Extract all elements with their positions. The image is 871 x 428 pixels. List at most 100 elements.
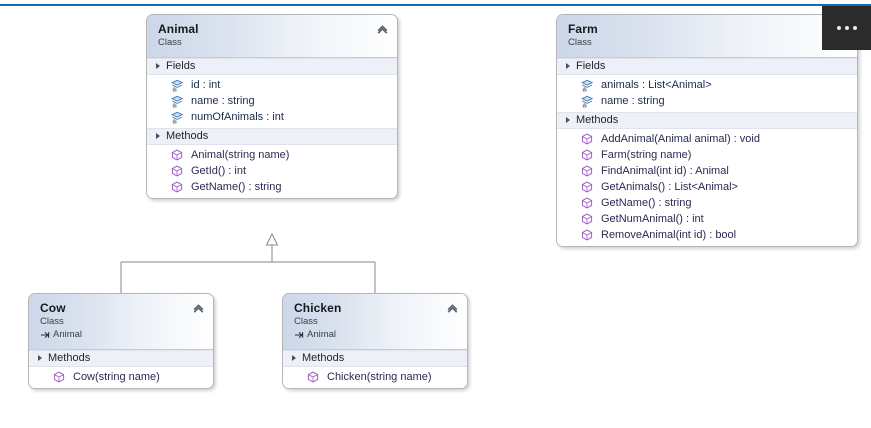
member-row[interactable]: GetAnimals() : List<Animal> — [557, 179, 857, 195]
member-text: Animal(string name) — [191, 149, 290, 161]
member-row[interactable]: GetName() : string — [147, 179, 397, 195]
member-text: GetName() : string — [191, 181, 282, 193]
class-title: Chicken — [294, 301, 342, 315]
member-list-methods: AddAnimal(Animal animal) : void Farm(str… — [557, 129, 857, 246]
method-icon — [171, 165, 183, 177]
member-list-fields: id : int name : string numOfAnimals : in… — [147, 75, 397, 128]
class-base-type: Animal — [294, 329, 457, 341]
compartment-label: Fields — [166, 60, 196, 72]
compartment-header-methods[interactable]: Methods — [29, 350, 213, 367]
member-list-methods: Chicken(string name) — [283, 367, 467, 388]
expander-triangle-icon[interactable] — [566, 63, 570, 69]
member-row[interactable]: FindAnimal(int id) : Animal — [557, 163, 857, 179]
class-header-animal[interactable]: Animal Class — [147, 15, 397, 58]
compartment-header-methods[interactable]: Methods — [147, 128, 397, 145]
class-base-label: Animal — [307, 329, 337, 340]
method-icon — [171, 149, 183, 161]
top-accent-rule — [0, 4, 871, 6]
class-header-chicken[interactable]: Chicken Class Animal — [283, 294, 467, 350]
class-shape-cow[interactable]: Cow Class Animal Methods Cow(string name… — [28, 293, 214, 389]
method-icon — [581, 229, 593, 241]
more-dot — [844, 26, 849, 30]
member-row[interactable]: Farm(string name) — [557, 147, 857, 163]
member-row[interactable]: RemoveAnimal(int id) : bool — [557, 227, 857, 243]
member-row[interactable]: GetNumAnimal() : int — [557, 211, 857, 227]
member-text: GetAnimals() : List<Animal> — [601, 181, 738, 193]
class-shape-farm[interactable]: Farm Class Fields animals : List<Animal>… — [556, 14, 858, 247]
member-row[interactable]: animals : List<Animal> — [557, 77, 857, 93]
member-row[interactable]: GetId() : int — [147, 163, 397, 179]
member-text: numOfAnimals : int — [191, 111, 284, 123]
method-icon — [307, 371, 319, 383]
member-text: RemoveAnimal(int id) : bool — [601, 229, 737, 241]
collapse-chevron-icon[interactable] — [192, 302, 205, 315]
member-row[interactable]: numOfAnimals : int — [147, 109, 397, 125]
member-text: GetId() : int — [191, 165, 247, 177]
inheritance-arrow-icon — [41, 331, 50, 339]
member-text: AddAnimal(Animal animal) : void — [601, 133, 760, 145]
member-text: name : string — [601, 95, 665, 107]
member-text: FindAnimal(int id) : Animal — [601, 165, 729, 177]
class-header-farm[interactable]: Farm Class — [557, 15, 857, 58]
member-list-methods: Animal(string name) GetId() : int GetNam… — [147, 145, 397, 198]
member-row[interactable]: name : string — [557, 93, 857, 109]
member-row[interactable]: Cow(string name) — [29, 369, 213, 385]
class-kind: Class — [568, 37, 592, 48]
compartment-header-fields[interactable]: Fields — [557, 58, 857, 75]
compartment-header-methods[interactable]: Methods — [283, 350, 467, 367]
collapse-chevron-icon[interactable] — [376, 23, 389, 36]
member-text: GetName() : string — [601, 197, 692, 209]
class-base-label: Animal — [53, 329, 83, 340]
member-row[interactable]: GetName() : string — [557, 195, 857, 211]
class-title: Farm — [568, 22, 598, 36]
member-text: id : int — [191, 79, 221, 91]
compartment-label: Fields — [576, 60, 606, 72]
expander-triangle-icon[interactable] — [38, 355, 42, 361]
member-list-fields: animals : List<Animal> name : string — [557, 75, 857, 112]
member-text: Cow(string name) — [73, 371, 160, 383]
method-icon — [581, 213, 593, 225]
member-row[interactable]: id : int — [147, 77, 397, 93]
compartment-label: Methods — [576, 114, 619, 126]
method-icon — [53, 371, 65, 383]
more-dot — [836, 26, 841, 30]
more-dot — [852, 26, 857, 30]
member-row[interactable]: Chicken(string name) — [283, 369, 467, 385]
member-text: name : string — [191, 95, 255, 107]
field-icon — [171, 79, 184, 92]
compartment-label: Methods — [48, 352, 91, 364]
member-text: Chicken(string name) — [327, 371, 432, 383]
collapse-chevron-icon[interactable] — [446, 302, 459, 315]
method-icon — [581, 181, 593, 193]
field-icon — [171, 95, 184, 108]
class-kind: Class — [294, 316, 318, 327]
method-icon — [581, 165, 593, 177]
field-icon — [581, 79, 594, 92]
member-row[interactable]: AddAnimal(Animal animal) : void — [557, 131, 857, 147]
class-title: Animal — [158, 22, 199, 36]
inheritance-arrow-icon — [295, 331, 304, 339]
class-kind: Class — [158, 37, 182, 48]
class-shape-chicken[interactable]: Chicken Class Animal Methods Chicken(str… — [282, 293, 468, 389]
member-row[interactable]: name : string — [147, 93, 397, 109]
expander-triangle-icon[interactable] — [156, 63, 160, 69]
compartment-label: Methods — [302, 352, 345, 364]
field-icon — [171, 111, 184, 124]
member-row[interactable]: Animal(string name) — [147, 147, 397, 163]
expander-triangle-icon[interactable] — [156, 133, 160, 139]
expander-triangle-icon[interactable] — [566, 117, 570, 123]
field-icon — [581, 95, 594, 108]
method-icon — [581, 149, 593, 161]
method-icon — [171, 181, 183, 193]
class-base-type: Animal — [40, 329, 203, 341]
member-text: GetNumAnimal() : int — [601, 213, 704, 225]
member-list-methods: Cow(string name) — [29, 367, 213, 388]
more-options-button[interactable] — [822, 6, 871, 50]
compartment-header-methods[interactable]: Methods — [557, 112, 857, 129]
class-header-cow[interactable]: Cow Class Animal — [29, 294, 213, 350]
class-shape-animal[interactable]: Animal Class Fields id : int name : stri… — [146, 14, 398, 199]
compartment-header-fields[interactable]: Fields — [147, 58, 397, 75]
expander-triangle-icon[interactable] — [292, 355, 296, 361]
inheritance-arrowhead — [265, 232, 279, 246]
method-icon — [581, 133, 593, 145]
